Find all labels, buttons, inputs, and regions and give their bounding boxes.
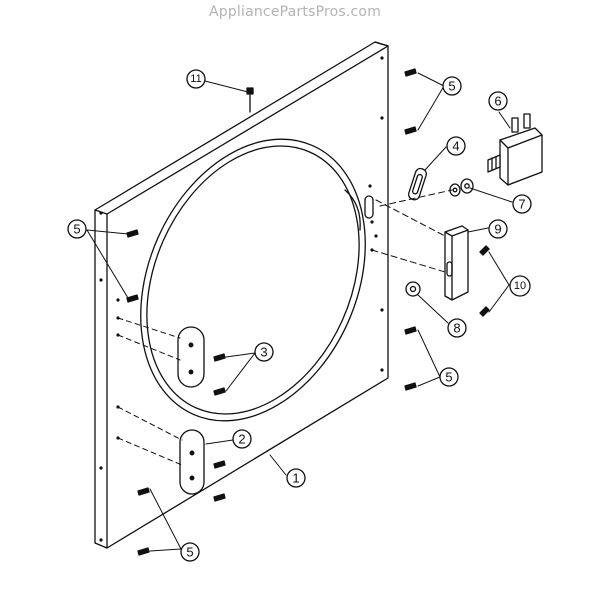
callout-5-left: 5 — [73, 222, 80, 237]
callout-circles — [67, 69, 532, 562]
watermark-text: AppliancePartsPros.com — [208, 4, 382, 20]
callout-8: 8 — [453, 321, 460, 336]
callout-1: 1 — [292, 471, 299, 486]
bracket-screws — [479, 245, 490, 317]
callout-11: 11 — [190, 73, 201, 85]
top-pin — [246, 87, 254, 113]
leader-lines — [86, 72, 513, 552]
callout-3: 3 — [260, 345, 267, 360]
lower-hinge-plate — [179, 429, 205, 495]
callout-4: 4 — [452, 139, 459, 154]
panel-slot — [364, 195, 374, 219]
door-switch — [487, 113, 543, 186]
switch-bracket — [444, 225, 469, 301]
switch-assembly-lines — [371, 189, 453, 273]
callout-labels: 11 5 5 3 2 5 1 4 5 6 7 9 10 8 — [73, 73, 526, 560]
callout-7: 7 — [518, 197, 525, 212]
panel-holes — [99, 56, 384, 542]
callout-6: 6 — [494, 94, 501, 109]
upper-hinge-plate — [177, 326, 205, 388]
front-panel — [94, 41, 389, 549]
callout-10: 10 — [514, 280, 526, 292]
callout-9: 9 — [494, 222, 501, 237]
callout-5-top: 5 — [448, 79, 455, 94]
callout-5-bottom: 5 — [186, 545, 193, 560]
door-opening — [140, 138, 366, 422]
washers — [405, 178, 474, 297]
door-strike — [407, 167, 428, 201]
callout-5-right: 5 — [445, 370, 452, 385]
hinge-screws — [213, 353, 226, 502]
hinge-assembly-lines — [117, 317, 183, 466]
callout-2: 2 — [238, 432, 245, 447]
panel-screws — [126, 68, 417, 556]
